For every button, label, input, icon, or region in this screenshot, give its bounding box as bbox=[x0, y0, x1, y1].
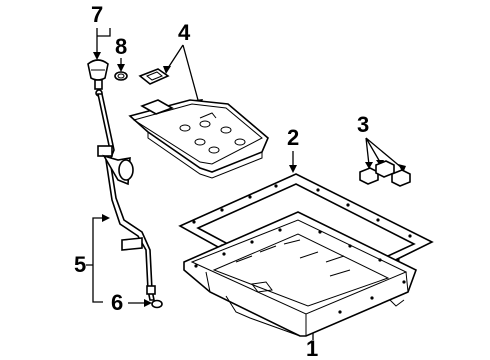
callout-label-6: 6 bbox=[111, 290, 123, 315]
oil-strainer-filter bbox=[128, 99, 269, 179]
callout-label-1: 1 bbox=[306, 336, 318, 360]
callout-label-3: 3 bbox=[357, 112, 369, 137]
dipstick-tube bbox=[97, 93, 156, 301]
pan-magnets bbox=[359, 160, 411, 187]
callout-label-2: 2 bbox=[287, 125, 299, 150]
dipstick-handle bbox=[87, 59, 109, 97]
tube-o-ring bbox=[151, 299, 163, 309]
callout-label-8: 8 bbox=[115, 34, 127, 59]
callout-label-7: 7 bbox=[91, 2, 103, 27]
filter-gasket bbox=[138, 68, 170, 85]
callout-label-5: 5 bbox=[74, 252, 86, 277]
transmission-oil-pan bbox=[183, 211, 417, 337]
dipstick-o-ring bbox=[114, 71, 128, 81]
callout-label-4: 4 bbox=[178, 20, 191, 45]
